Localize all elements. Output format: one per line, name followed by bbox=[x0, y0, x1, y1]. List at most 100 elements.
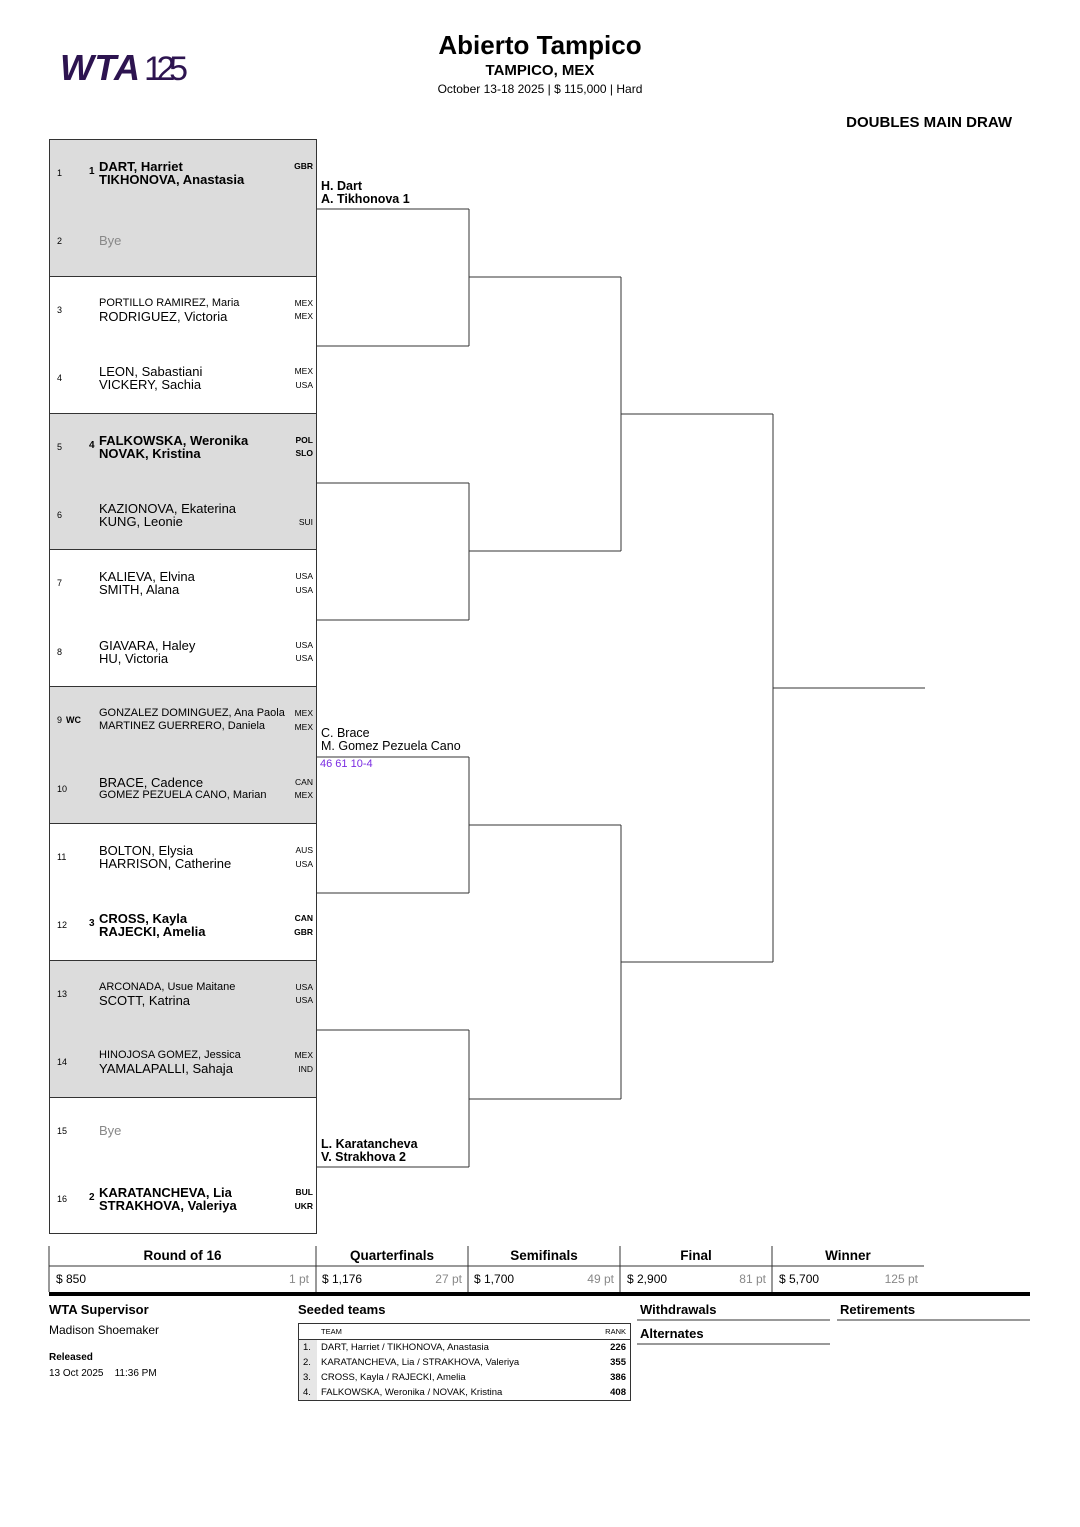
nationalities: MEX MEX bbox=[295, 707, 313, 734]
player-2: STRAKHOVA, Valeriya bbox=[99, 1198, 237, 1213]
seed-row-team: KARATANCHEVA, Lia / STRAKHOVA, Valeriya bbox=[321, 1357, 520, 1368]
nationalities: CAN GBR bbox=[294, 912, 313, 939]
nationalities: SUI bbox=[299, 502, 313, 529]
nationality-1: MEX bbox=[294, 1050, 313, 1061]
seed-row-team: DART, Harriet / TIKHONOVA, Anastasia bbox=[321, 1342, 489, 1353]
draw-number: 13 bbox=[57, 988, 68, 999]
nationality-1: USA bbox=[295, 639, 313, 650]
player-2: MARTINEZ GUERRERO, Daniela bbox=[99, 720, 266, 733]
player-1: BOLTON, Elysia bbox=[99, 843, 194, 858]
supervisor-label: WTA Supervisor bbox=[49, 1302, 149, 1317]
draw-number: 15 bbox=[57, 1125, 68, 1136]
draw-number: 1 bbox=[57, 168, 63, 178]
round-r16-header: Round of 16 bbox=[143, 1248, 222, 1263]
team-names: Bye bbox=[99, 1124, 289, 1137]
points-winner: 125 pt bbox=[884, 1272, 918, 1286]
draw-number: 3 bbox=[57, 304, 63, 315]
nationality-2: USA bbox=[295, 653, 313, 664]
nationality-2: MEX bbox=[294, 790, 313, 801]
seed-row-num: 1. bbox=[298, 1339, 317, 1355]
prize-qf: $ 1,176 bbox=[322, 1272, 363, 1286]
prize-winner: $ 5,700 bbox=[779, 1272, 820, 1286]
draw-number: 9 bbox=[57, 715, 63, 726]
points-final: 81 pt bbox=[739, 1272, 766, 1286]
nationality-2: MEX bbox=[294, 721, 313, 732]
supervisor-name: Madison Shoemaker bbox=[49, 1323, 160, 1337]
seed-row-rank: 226 bbox=[610, 1342, 626, 1353]
seed-label: WC bbox=[66, 715, 81, 726]
points-sf: 49 pt bbox=[587, 1272, 614, 1286]
seed-row-num: 3. bbox=[298, 1370, 317, 1385]
nationality-2: GBR bbox=[294, 926, 313, 937]
seed-table: TEAM RANK 1. DART, Harriet / TIKHONOVA, … bbox=[298, 1323, 631, 1401]
released-label: Released bbox=[49, 1352, 93, 1363]
draw-title: DOUBLES MAIN DRAW bbox=[846, 114, 1012, 131]
nationality-1: MEX bbox=[294, 366, 313, 377]
wta-125-logo: WTA 125 bbox=[60, 48, 188, 84]
nationality-2: USA bbox=[295, 858, 313, 869]
nationality-2: SLO bbox=[295, 448, 313, 459]
nationality-2: SUI bbox=[298, 516, 313, 527]
bye-label: Bye bbox=[99, 1122, 122, 1138]
seed-row: 4. FALKOWSKA, Weronika / NOVAK, Kristina… bbox=[298, 1385, 631, 1401]
nationalities: CAN MEX bbox=[295, 776, 313, 803]
player-2: SMITH, Alana bbox=[99, 582, 180, 598]
nationality-1: MEX bbox=[294, 708, 313, 719]
seed-rank-header: RANK bbox=[591, 1323, 631, 1340]
released-date: 13 Oct 2025 11:36 PM bbox=[49, 1368, 157, 1379]
player-1: DART, Harriet bbox=[99, 159, 183, 174]
player-2: NOVAK, Kristina bbox=[99, 445, 201, 461]
bye-label: Bye bbox=[99, 233, 122, 249]
points-r16: 1 pt bbox=[288, 1272, 309, 1286]
alternates-label: Alternates bbox=[640, 1326, 704, 1341]
draw-number: 14 bbox=[57, 1057, 68, 1068]
nationality-2: USA bbox=[295, 584, 313, 595]
player-1: KALIEVA, Elvina bbox=[99, 569, 195, 585]
player-2: KUNG, Leonie bbox=[99, 514, 183, 529]
nationality-1: BUL bbox=[295, 1187, 313, 1197]
seed-row-num: 4. bbox=[298, 1385, 317, 1401]
draw-number: 12 bbox=[57, 920, 68, 931]
nationality-1: CAN bbox=[294, 913, 313, 924]
player-2: HARRISON, Catherine bbox=[99, 856, 232, 871]
player-2: RODRIGUEZ, Victoria bbox=[99, 308, 228, 324]
nationality-1: MEX bbox=[294, 297, 313, 308]
tournament-info: October 13-18 2025 | $ 115,000 | Hard bbox=[437, 82, 643, 96]
player-1: LEON, Sabastiani bbox=[99, 364, 203, 380]
svg-text:WTA: WTA bbox=[60, 48, 140, 84]
round-final-header: Final bbox=[680, 1248, 712, 1263]
seed-row-rank: 355 bbox=[610, 1357, 626, 1368]
nationality-1: CAN bbox=[295, 776, 313, 787]
draw-number: 7 bbox=[57, 578, 63, 589]
round-sf-header: Semifinals bbox=[510, 1248, 578, 1263]
seed-row-rank: 408 bbox=[610, 1387, 626, 1398]
draw-number: 11 bbox=[57, 852, 67, 862]
player-1: ARCONADA, Usue Maitane bbox=[99, 980, 236, 993]
player-2: VICKERY, Sachia bbox=[99, 377, 202, 393]
